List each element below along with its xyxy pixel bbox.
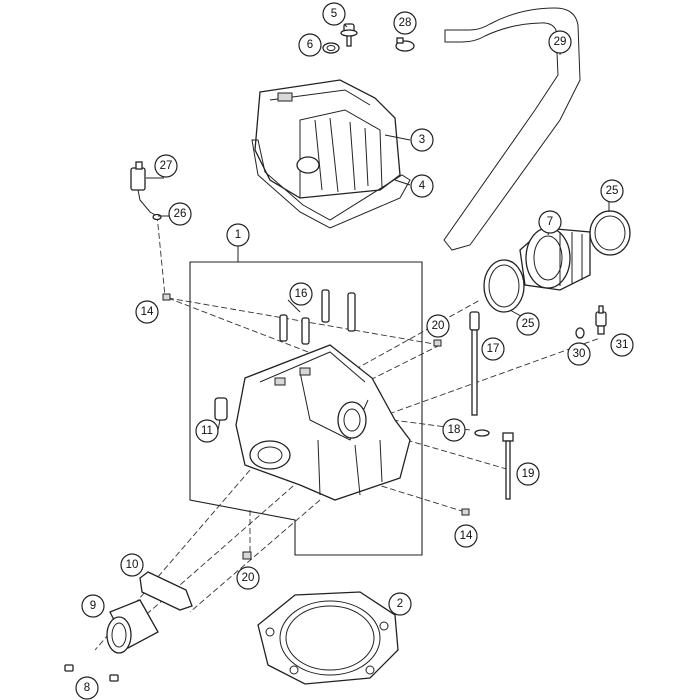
svg-text:3: 3 (419, 134, 425, 146)
callout-27: 27 (154, 154, 178, 178)
callout-3: 3 (410, 128, 434, 152)
plug-lower (242, 551, 252, 560)
callout-25-lower: 25 (516, 312, 540, 336)
callout-8: 8 (75, 676, 99, 700)
svg-text:1: 1 (235, 229, 241, 241)
breather-hose (443, 7, 581, 251)
svg-text:20: 20 (432, 320, 445, 332)
svg-text:26: 26 (174, 208, 187, 220)
svg-text:19: 19 (522, 468, 535, 480)
svg-text:11: 11 (201, 425, 213, 437)
hose-clamp (395, 37, 415, 52)
cylinder-head (235, 344, 411, 501)
callout-29: 29 (548, 30, 572, 54)
callout-19: 19 (516, 462, 540, 486)
callout-31: 31 (610, 333, 634, 357)
long-stud (469, 311, 480, 416)
svg-text:7: 7 (547, 216, 553, 228)
sleeve (214, 397, 228, 421)
stud-washer (474, 429, 490, 437)
intake-manifold (106, 599, 159, 654)
sensor-washer (575, 327, 585, 339)
callout-17: 17 (481, 337, 505, 361)
washer (322, 42, 340, 54)
svg-text:5: 5 (331, 8, 337, 20)
callout-4: 4 (410, 174, 434, 198)
callout-16: 16 (289, 282, 313, 306)
clamp-inner (483, 259, 525, 313)
callout-14-lower: 14 (454, 524, 478, 548)
svg-text:8: 8 (84, 682, 90, 694)
callout-1: 1 (226, 223, 250, 247)
svg-text:20: 20 (242, 572, 255, 584)
callout-25-upper: 25 (600, 179, 624, 203)
svg-text:31: 31 (616, 339, 629, 351)
svg-text:4: 4 (419, 180, 426, 192)
callout-5: 5 (322, 2, 346, 26)
callout-26: 26 (168, 202, 192, 226)
intake-boot (519, 227, 591, 291)
clamp-outer (589, 210, 631, 256)
svg-text:14: 14 (141, 306, 154, 318)
valve-guides (279, 289, 356, 345)
nut-upper (162, 293, 171, 301)
manifold-screw-right (109, 674, 119, 682)
callout-6: 6 (298, 33, 322, 57)
cover-screw (340, 23, 358, 47)
nut-lower (461, 508, 470, 516)
svg-text:29: 29 (554, 36, 567, 48)
svg-text:28: 28 (399, 17, 412, 29)
svg-text:9: 9 (90, 600, 96, 612)
svg-text:25: 25 (606, 185, 619, 197)
valve-cover-gasket (251, 139, 411, 229)
svg-text:30: 30 (573, 348, 586, 360)
callout-14-upper: 14 (135, 300, 159, 324)
callout-10: 10 (120, 553, 144, 577)
cylinder-head-assembly-frame (189, 261, 423, 556)
svg-text:10: 10 (126, 559, 139, 571)
callout-28: 28 (393, 11, 417, 35)
svg-text:17: 17 (487, 343, 500, 355)
svg-text:25: 25 (522, 318, 535, 330)
callout-20-upper: 20 (426, 314, 450, 338)
callout-20-lower: 20 (236, 566, 260, 590)
temperature-sensor (595, 305, 607, 335)
svg-text:6: 6 (307, 39, 313, 51)
svg-text:27: 27 (160, 160, 173, 172)
callout-18: 18 (442, 418, 466, 442)
callout-11: 11 (195, 419, 219, 443)
svg-text:2: 2 (397, 598, 403, 610)
plug-upper (433, 339, 442, 347)
intake-gasket (139, 571, 193, 611)
callout-9: 9 (81, 594, 105, 618)
callout-2: 2 (388, 592, 412, 616)
svg-text:18: 18 (448, 424, 461, 436)
callout-30: 30 (567, 342, 591, 366)
cylinder-head-gasket (257, 591, 399, 685)
svg-text:16: 16 (295, 288, 308, 300)
bolt (502, 432, 514, 500)
callout-7: 7 (538, 210, 562, 234)
manifold-screw-left (64, 664, 74, 672)
valve-cover (254, 79, 401, 199)
svg-text:14: 14 (460, 530, 473, 542)
